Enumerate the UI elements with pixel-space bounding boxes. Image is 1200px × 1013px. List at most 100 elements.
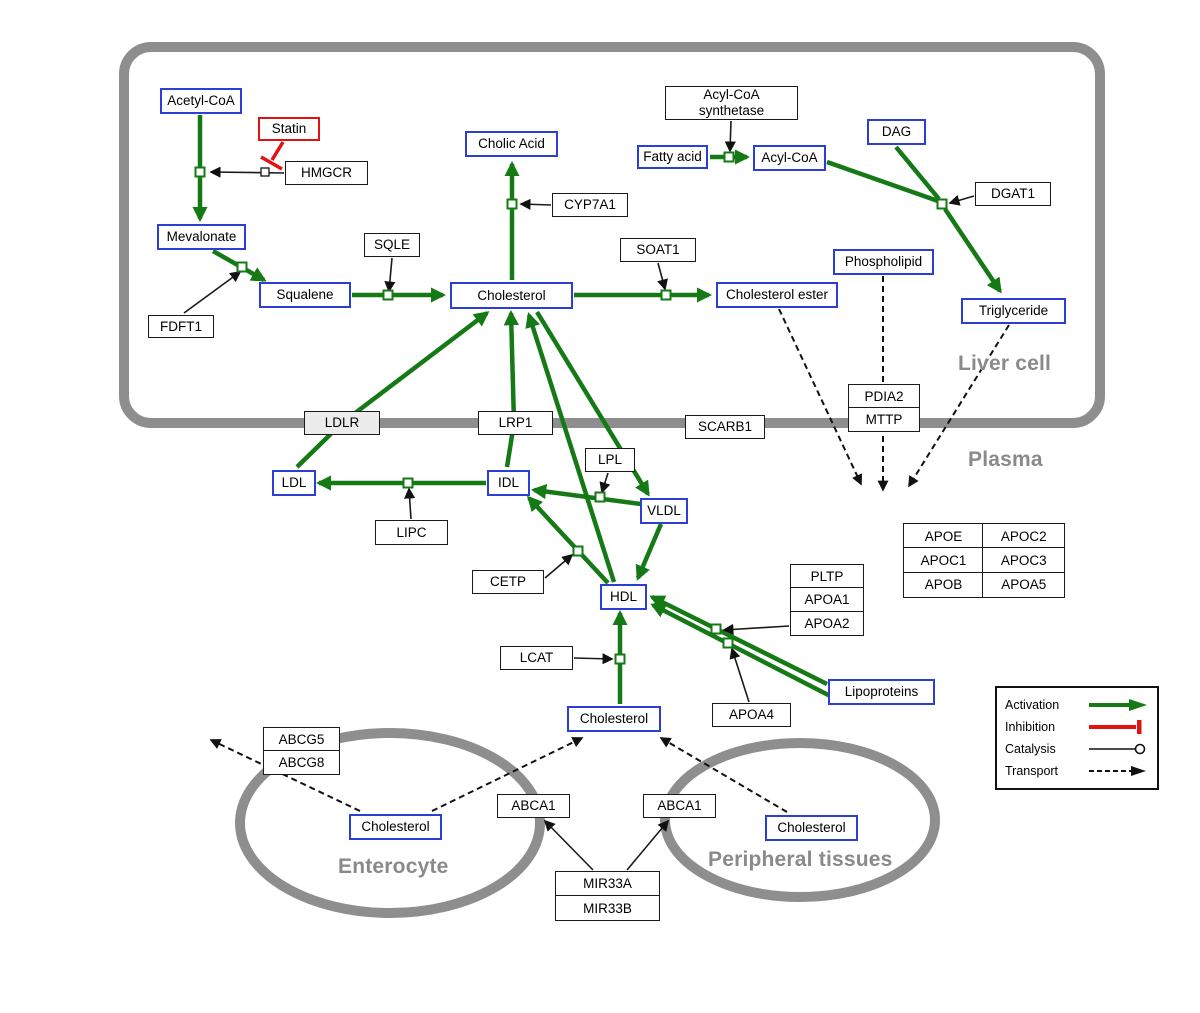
e-hdl-idl	[526, 495, 610, 585]
reaction-node-squares	[194, 151, 948, 665]
c-acylcoa-synthetase	[724, 120, 736, 153]
e-idl-cholesterol	[503, 309, 519, 468]
legend-row-inhibition: Inhibition	[1005, 719, 1149, 735]
transport-dashed-arrow-icon	[1089, 766, 1146, 776]
enzyme-pdia2: PDIA2	[848, 384, 920, 409]
metabolite-acyl-coa: Acyl-CoA	[753, 145, 826, 171]
c-apoa4	[729, 647, 750, 703]
plasma-label: Plasma	[968, 448, 1043, 471]
transporter-abcg8: ABCG8	[263, 750, 340, 776]
c-sqle	[384, 257, 396, 293]
metabolite-cholesterol-enterocyte: Cholesterol	[349, 814, 442, 840]
c-lpl	[599, 472, 611, 494]
metabolite-cholesterol-peripheral: Cholesterol	[765, 815, 858, 841]
legend-row-catalysis: Catalysis	[1005, 741, 1149, 757]
compartment-membranes	[119, 42, 1105, 918]
metabolite-ldl: LDL	[272, 470, 316, 496]
e-hdl-cholesterol	[525, 312, 617, 583]
enterocyte-membrane	[235, 728, 545, 918]
gene-mir33a: MIR33A	[555, 871, 660, 897]
enzyme-cyp7a1: CYP7A1	[552, 193, 628, 217]
e-vldl-idl	[530, 484, 642, 507]
i-statin-line	[270, 141, 285, 161]
apolipoprotein-table: APOE APOC2 APOC1 APOC3 APOB APOA5	[903, 523, 1065, 598]
c-cyp7a1	[519, 198, 552, 210]
enzyme-hmgcr: HMGCR	[285, 161, 368, 185]
t-triglyceride-plasma	[908, 324, 1010, 488]
metabolite-acetyl-coa: Acetyl-CoA	[160, 88, 242, 114]
apo-cell: APOC2	[982, 523, 1065, 549]
metabolite-fatty-acid: Fatty acid	[637, 145, 708, 169]
enzyme-cetp: CETP	[472, 570, 544, 594]
receptor-ldlr: LDLR	[304, 411, 380, 435]
enterocyte-label: Enterocyte	[338, 855, 449, 878]
legend-activation-label: Activation	[1005, 698, 1060, 712]
c-lcat	[573, 653, 614, 665]
metabolite-lipoproteins: Lipoproteins	[828, 679, 935, 705]
activation-edges	[192, 115, 1002, 704]
inhibition-edges	[260, 141, 285, 171]
catalysis-edges	[183, 120, 975, 871]
complex-pdia2-mttp: PDIA2 MTTP	[848, 384, 920, 433]
protein-apoa1: APOA1	[790, 587, 864, 613]
legend-row-activation: Activation	[1005, 697, 1149, 713]
metabolite-mevalonate: Mevalonate	[157, 224, 246, 250]
e-lipoproteins-hdl-2	[650, 602, 840, 703]
metabolite-phospholipid: Phospholipid	[833, 249, 934, 275]
complex-mir33a-mir33b: MIR33A MIR33B	[555, 871, 660, 922]
metabolite-cholesterol-liver: Cholesterol	[450, 282, 573, 309]
liver-cell-membrane	[119, 42, 1105, 428]
metabolite-cholic-acid: Cholic Acid	[465, 131, 558, 157]
transport-edges	[209, 276, 1010, 813]
e-vldl-hdl	[635, 523, 664, 581]
metabolite-cholesterol-plasma: Cholesterol	[567, 706, 661, 732]
inhibition-tbar-icon	[1089, 720, 1142, 734]
metabolite-vldl: VLDL	[640, 498, 688, 524]
metabolite-triglyceride: Triglyceride	[961, 298, 1066, 324]
c-mir33-abca1-peripheral	[626, 819, 670, 871]
legend-row-transport: Transport	[1005, 763, 1149, 779]
enzyme-lcat: LCAT	[500, 646, 573, 670]
metabolite-cholesterol-ester: Cholesterol ester	[716, 282, 838, 308]
apo-cell: APOC3	[982, 547, 1065, 574]
c-lipc	[404, 487, 416, 520]
complex-abcg5-abcg8: ABCG5 ABCG8	[263, 727, 340, 776]
statin-junction-square	[260, 167, 270, 177]
legend-transport-label: Transport	[1005, 764, 1059, 778]
activation-arrow-icon	[1089, 699, 1147, 711]
c-hmgcr	[209, 166, 285, 178]
e-acylcoa-dgat	[826, 159, 939, 204]
enzyme-sqle: SQLE	[364, 233, 420, 257]
t-cholesterylester-plasma	[778, 308, 863, 486]
c-soat1	[657, 262, 668, 291]
enzyme-acyl-coa-synthetase: Acyl-CoA synthetase	[665, 86, 798, 120]
apo-cell: APOE	[903, 523, 984, 549]
protein-apoa4: APOA4	[712, 703, 791, 727]
complex-pltp-apoa1-apoa2: PLTP APOA1 APOA2	[790, 564, 864, 636]
e-dag-dgat	[894, 145, 941, 201]
metabolite-squalene: Squalene	[259, 282, 351, 308]
e-dgat-triglyceride	[943, 207, 1002, 294]
enzyme-fdft1: FDFT1	[148, 315, 214, 338]
legend: Activation Inhibition Catalysis Transpor…	[995, 686, 1159, 790]
transporter-abca1-enterocyte: ABCA1	[497, 794, 570, 818]
gene-mir33b: MIR33B	[555, 895, 660, 922]
enzyme-mttp: MTTP	[848, 407, 920, 433]
c-dgat1	[948, 194, 975, 206]
protein-apoa2: APOA2	[790, 610, 864, 636]
metabolite-hdl: HDL	[600, 584, 647, 610]
peripheral-tissues-label: Peripheral tissues	[708, 848, 893, 871]
apo-cell: APOC1	[903, 547, 984, 574]
metabolite-dag: DAG	[867, 119, 926, 145]
legend-inhibition-label: Inhibition	[1005, 720, 1056, 734]
c-cetp	[544, 553, 574, 579]
enzyme-acyl-coa-synthetase-line2: synthetase	[698, 103, 765, 118]
metabolite-idl: IDL	[487, 470, 530, 496]
t-enterocyte-to-plasma-cholesterol	[431, 737, 584, 812]
receptor-lrp1: LRP1	[478, 411, 553, 435]
apo-cell: APOB	[903, 571, 984, 598]
liver-cell-label: Liver cell	[958, 352, 1052, 375]
catalysis-circle-icon	[1089, 743, 1146, 755]
